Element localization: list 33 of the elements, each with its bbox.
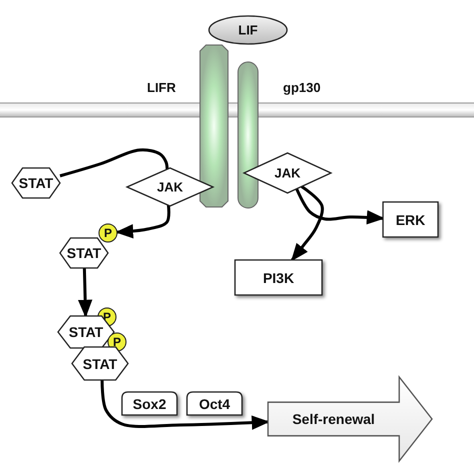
node-label: JAK xyxy=(273,166,302,180)
arrow xyxy=(115,205,170,238)
factor-box xyxy=(187,392,242,415)
node-label: Sox2 xyxy=(132,396,168,412)
protein-label: gp130 xyxy=(283,80,321,95)
node-label: STAT xyxy=(68,324,104,340)
node-label: JAK xyxy=(156,180,184,194)
node-label: PI3K xyxy=(262,270,296,286)
protein-hexagon xyxy=(60,238,108,268)
node-label: LIF xyxy=(237,22,259,38)
protein-hexagon xyxy=(12,168,60,198)
kinase-diamond xyxy=(127,168,213,206)
phosphate-label: P xyxy=(112,335,122,349)
factor-box xyxy=(122,392,177,415)
phosphate-label: P xyxy=(102,226,113,240)
arrow xyxy=(100,380,270,430)
protein-box xyxy=(235,260,322,295)
node-label: STAT xyxy=(82,356,118,372)
outcome-arrow xyxy=(268,377,432,461)
arrow xyxy=(290,185,324,262)
protein-box xyxy=(383,202,438,237)
protein-label: LIFR xyxy=(147,80,176,95)
node-label: Self-renewal xyxy=(291,411,376,427)
protein-hexagon xyxy=(72,347,128,380)
node-label: ERK xyxy=(394,212,426,228)
arrow xyxy=(295,188,385,224)
arrow xyxy=(78,268,92,318)
phosphate-circle xyxy=(99,224,117,242)
node-label: STAT xyxy=(66,245,102,261)
node-label: Oct4 xyxy=(198,396,232,412)
node-label: STAT xyxy=(18,175,54,191)
kinase-diamond xyxy=(244,153,331,193)
ligand-ellipse xyxy=(209,16,287,44)
